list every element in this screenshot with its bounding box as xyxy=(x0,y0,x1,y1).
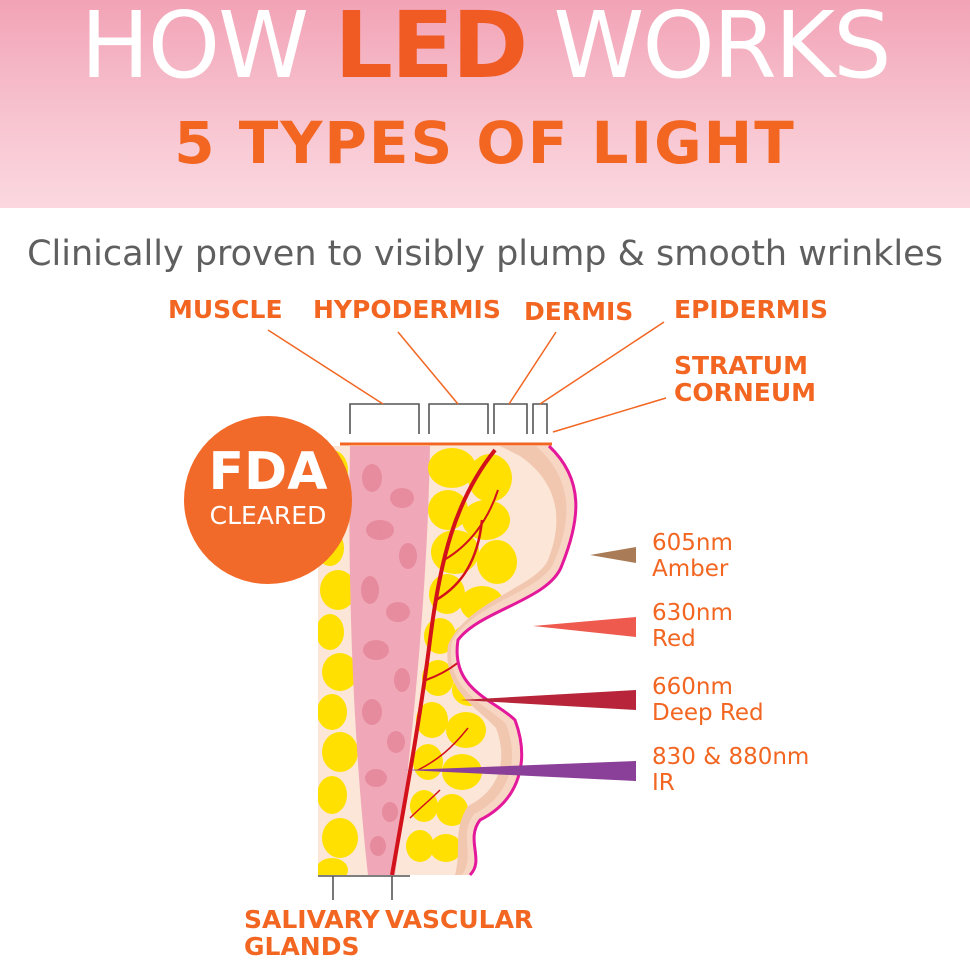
fda-cleared-badge: FDA CLEARED xyxy=(184,416,352,584)
title-accent: LED xyxy=(334,0,528,99)
tagline: Clinically proven to visibly plump & smo… xyxy=(27,234,943,274)
layer-brackets xyxy=(349,403,548,434)
label-dermis: DERMIS xyxy=(524,297,634,326)
label-glands: GLANDS xyxy=(244,932,360,961)
page-title: HOW LED WORKS xyxy=(0,0,970,92)
label-epidermis: EPIDERMIS xyxy=(674,295,828,324)
wavelength-amber-nm: 605nm xyxy=(652,530,733,556)
beam-amber xyxy=(590,547,636,563)
fda-badge-main: FDA xyxy=(208,442,328,502)
wavelength-red-name: Red xyxy=(652,626,696,652)
wavelength-deep-red-name: Deep Red xyxy=(652,700,764,726)
label-muscle: MUSCLE xyxy=(168,295,283,324)
wavelength-amber-name: Amber xyxy=(652,556,729,582)
tissue-layers xyxy=(318,446,576,875)
wavelength-ir-name: IR xyxy=(652,770,675,796)
label-salivary: SALIVARY xyxy=(244,905,380,934)
blood-vessel xyxy=(390,448,499,875)
wavelength-deep-red-nm: 660nm xyxy=(652,674,733,700)
wavelength-red-nm: 630nm xyxy=(652,600,733,626)
title-prefix: HOW xyxy=(80,0,335,99)
label-stratum: STRATUM xyxy=(674,351,808,380)
label-hypodermis: HYPODERMIS xyxy=(313,295,501,324)
beam-deep-red xyxy=(460,690,636,710)
fda-badge-sub: CLEARED xyxy=(209,501,327,530)
muscle-texture xyxy=(361,464,417,856)
title-suffix: WORKS xyxy=(526,0,891,99)
bottom-brackets xyxy=(318,875,410,900)
label-corneum: CORNEUM xyxy=(674,378,817,407)
page-subtitle: 5 TYPES OF LIGHT xyxy=(174,109,796,177)
beam-red xyxy=(533,617,636,637)
header-banner: HOW LED WORKS 5 TYPES OF LIGHT xyxy=(0,0,970,208)
leader-lines xyxy=(267,321,667,433)
beam-ir xyxy=(405,761,636,781)
wavelength-ir-nm: 830 & 880nm xyxy=(652,744,810,770)
label-vascular: VASCULAR xyxy=(385,905,534,934)
skin-surface-outline xyxy=(455,444,578,877)
